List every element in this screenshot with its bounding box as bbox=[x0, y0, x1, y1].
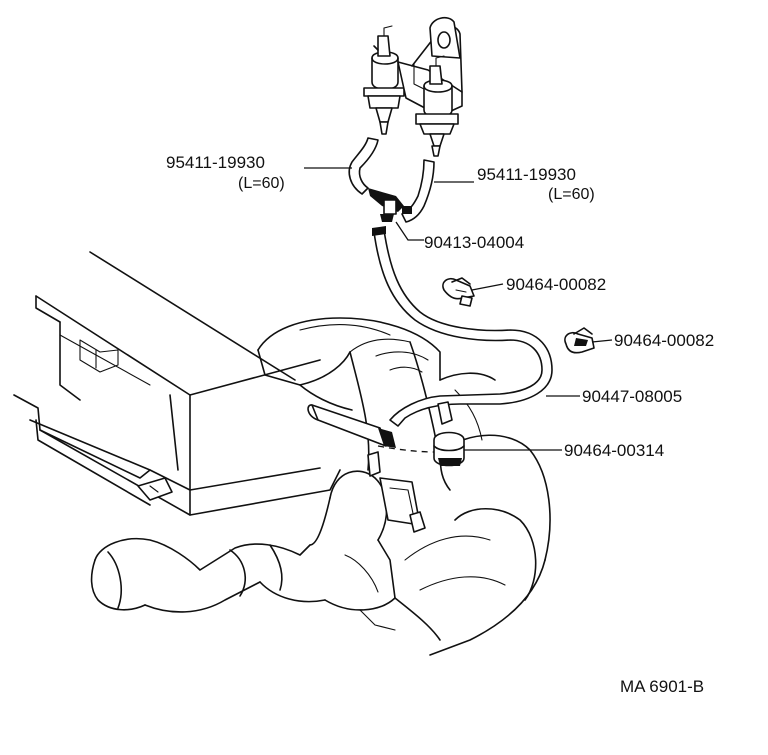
air-ducts bbox=[90, 434, 551, 656]
label-vacuum-hose: 90447-08005 bbox=[582, 387, 682, 406]
throttle-body bbox=[257, 317, 496, 471]
label-hose-clamp: 90464-00314 bbox=[564, 441, 664, 460]
label-clip-upper: 90464-00082 bbox=[506, 275, 606, 294]
label-hose-right-length: (L=60) bbox=[548, 186, 595, 203]
diagram-code: MA 6901-B bbox=[620, 677, 704, 696]
label-hose-left-length: (L=60) bbox=[238, 175, 285, 192]
label-clip-middle: 90464-00082 bbox=[614, 331, 714, 350]
intake-manifold bbox=[13, 251, 341, 516]
leader-lines bbox=[304, 167, 613, 453]
label-hose-left-part: 95411-19930 bbox=[166, 153, 265, 172]
label-hose-right-part: 95411-19930 bbox=[477, 165, 576, 184]
vacuum-valves bbox=[363, 16, 463, 157]
vacuum-hoses bbox=[348, 137, 553, 427]
clips bbox=[433, 277, 595, 467]
label-three-way-union: 90413-04004 bbox=[424, 233, 524, 252]
